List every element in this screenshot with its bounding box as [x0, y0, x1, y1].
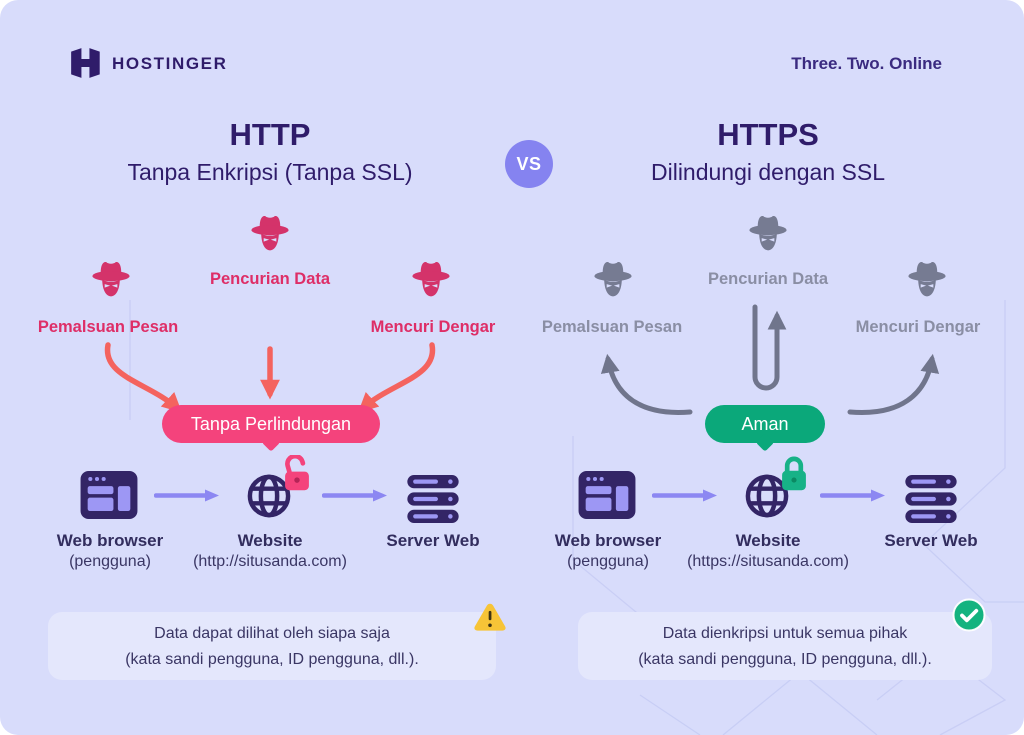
warning-icon	[474, 603, 506, 631]
http-subtitle: Tanpa Enkripsi (Tanpa SSL)	[127, 159, 413, 185]
flow-arrow-icon	[820, 489, 886, 502]
flow-arrow-icon	[322, 489, 388, 502]
threat-label-eavesdropping: Mencuri Dengar	[855, 318, 981, 336]
threat-label-eavesdropping: Mencuri Dengar	[370, 318, 496, 336]
http-title: HTTP	[229, 117, 311, 152]
browser-label: Web browser	[56, 531, 164, 550]
blocked-attack-arrows	[600, 304, 940, 415]
https-title: HTTPS	[717, 117, 819, 152]
flow-arrow-icon	[652, 489, 718, 502]
threat-label-message-forgery: Pemalsuan Pesan	[541, 318, 683, 336]
attack-arrows	[104, 342, 436, 413]
https-note-box: Data dienkripsi untuk semua pihak (kata …	[578, 612, 992, 680]
https-subtitle: Dilindungi dengan SSL	[650, 159, 885, 185]
server-label: Server Web	[386, 531, 480, 550]
https-note-line2: (kata sandi pengguna, ID pengguna, dll.)…	[638, 650, 932, 668]
website-label: Website	[237, 531, 303, 550]
http-note-line1: Data dapat dilihat oleh siapa saja	[154, 624, 390, 642]
web-browser-icon	[578, 471, 636, 519]
server-icon	[406, 475, 460, 523]
browser-sublabel: (pengguna)	[69, 553, 151, 570]
browser-label: Web browser	[554, 531, 662, 550]
hacker-icon	[741, 212, 795, 260]
hostinger-logo-icon	[71, 48, 100, 78]
http-note-line2: (kata sandi pengguna, ID pengguna, dll.)…	[125, 650, 419, 668]
website-sublabel: (https://situsanda.com)	[687, 553, 849, 570]
threat-label-data-theft: Pencurian Data	[707, 270, 829, 288]
threat-label-data-theft: Pencurian Data	[209, 270, 331, 288]
vs-badge: VS	[505, 140, 553, 188]
server-icon	[904, 475, 958, 523]
hacker-icon	[243, 212, 297, 260]
closed-lock-icon	[782, 456, 806, 491]
brand-logo: HOSTINGER	[70, 47, 227, 79]
https-note-line1: Data dienkripsi untuk semua pihak	[662, 624, 908, 642]
status-badge-unprotected: Tanpa Perlindungan	[162, 405, 380, 443]
brand-tagline: Three. Two. Online	[791, 54, 942, 73]
web-browser-icon	[80, 471, 138, 519]
http-note-box: Data dapat dilihat oleh siapa saja (kata…	[48, 612, 496, 680]
website-label: Website	[735, 531, 801, 550]
browser-sublabel: (pengguna)	[567, 553, 649, 570]
website-sublabel: (http://situsanda.com)	[193, 553, 347, 570]
threat-label-message-forgery: Pemalsuan Pesan	[37, 318, 179, 336]
server-label: Server Web	[884, 531, 978, 550]
flow-arrow-icon	[154, 489, 220, 502]
open-lock-icon	[285, 455, 309, 491]
status-badge-secure: Aman	[705, 405, 825, 443]
brand-logo-text: HOSTINGER	[112, 54, 228, 73]
check-icon	[952, 598, 986, 632]
